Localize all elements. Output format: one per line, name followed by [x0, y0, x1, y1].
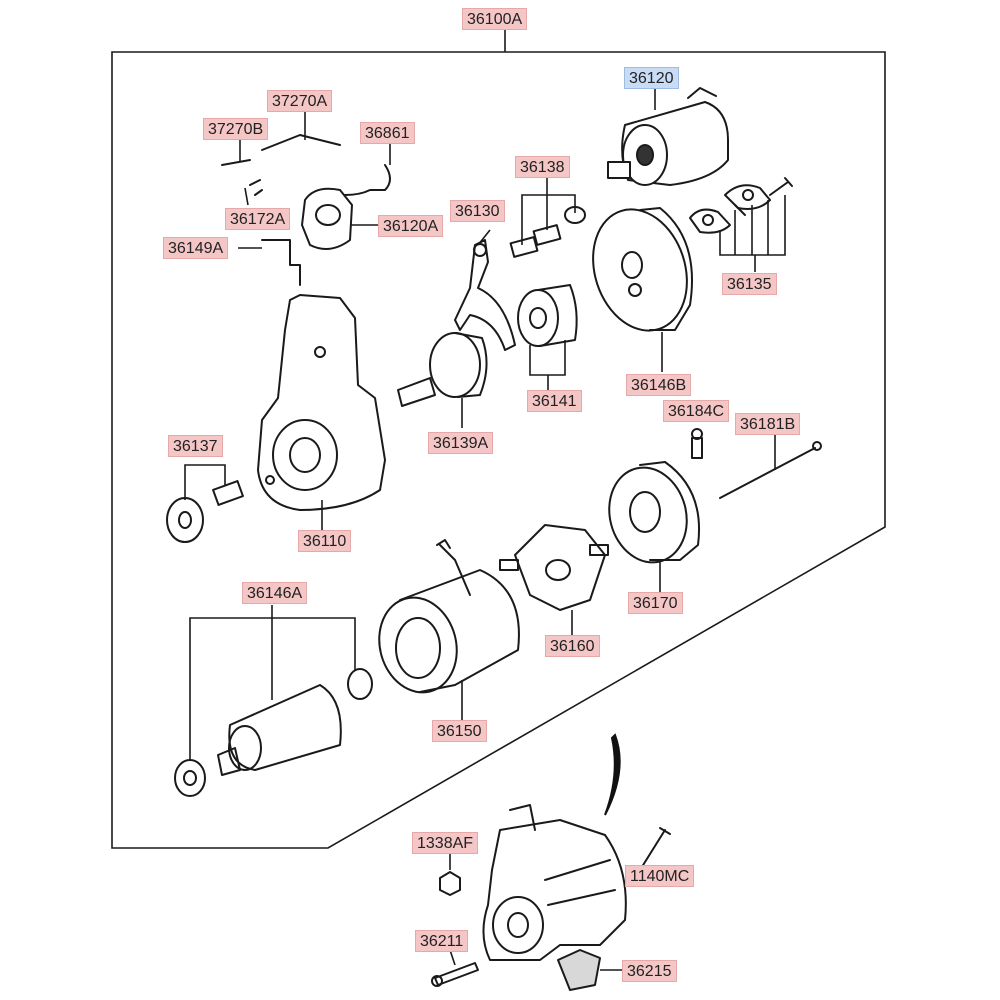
assembly-frame: [111, 30, 886, 849]
assembled-starter[interactable]: [482, 804, 627, 961]
clutch-shaft-part[interactable]: [397, 332, 488, 407]
label-36181B[interactable]: 36181B: [735, 413, 801, 435]
shift-lever-part[interactable]: [454, 239, 516, 351]
nut-part[interactable]: [439, 871, 461, 896]
label-36861[interactable]: 36861: [360, 122, 415, 144]
idle-gear-part[interactable]: [166, 480, 244, 543]
label-36110[interactable]: 36110: [298, 530, 352, 552]
rear-screw-part[interactable]: [691, 428, 703, 459]
label-36170[interactable]: 36170: [628, 592, 683, 614]
rear-cover-part[interactable]: [578, 197, 702, 343]
label-36137[interactable]: 36137: [168, 435, 223, 457]
label-36160[interactable]: 36160: [545, 635, 600, 657]
end-frame-part[interactable]: [599, 459, 700, 571]
label-1338AF[interactable]: 1338AF: [412, 832, 479, 854]
pinion-spring-part[interactable]: [509, 206, 586, 258]
solenoid-part[interactable]: [607, 87, 729, 186]
label-36150[interactable]: 36150: [432, 720, 487, 742]
yoke-part[interactable]: [369, 539, 520, 701]
label-36184C[interactable]: 36184C: [663, 400, 730, 422]
armature-part[interactable]: [174, 668, 373, 797]
label-36141[interactable]: 36141: [527, 390, 582, 412]
label-36211[interactable]: 36211: [415, 930, 469, 952]
pinion-gear-part[interactable]: [517, 284, 578, 347]
label-1140MC[interactable]: 1140MC: [625, 865, 695, 887]
lever-spring-group[interactable]: [221, 134, 391, 286]
cover-part[interactable]: [557, 949, 601, 991]
terminal-kit-part[interactable]: [689, 177, 793, 234]
brush-holder-part[interactable]: [499, 524, 609, 611]
label-36146B[interactable]: 36146B: [626, 374, 692, 396]
label-36120[interactable]: 36120: [624, 67, 679, 89]
label-37270B[interactable]: 37270B: [203, 118, 269, 140]
label-36120A[interactable]: 36120A: [378, 215, 444, 237]
mount-bolt-part[interactable]: [431, 962, 479, 987]
bolt-part[interactable]: [639, 827, 671, 871]
assembly-arrow-icon: [604, 733, 621, 816]
label-36138[interactable]: 36138: [515, 156, 570, 178]
front-housing-part[interactable]: [257, 294, 386, 511]
label-36100A[interactable]: 36100A: [462, 8, 528, 30]
through-bolt-part[interactable]: [719, 441, 822, 499]
label-36130[interactable]: 36130: [450, 200, 505, 222]
label-36172A[interactable]: 36172A: [225, 208, 291, 230]
label-36149A[interactable]: 36149A: [163, 237, 229, 259]
label-36135[interactable]: 36135: [722, 273, 777, 295]
label-36146A[interactable]: 36146A: [242, 582, 308, 604]
label-36139A[interactable]: 36139A: [428, 432, 494, 454]
label-36215[interactable]: 36215: [622, 960, 677, 982]
label-37270A[interactable]: 37270A: [267, 90, 333, 112]
